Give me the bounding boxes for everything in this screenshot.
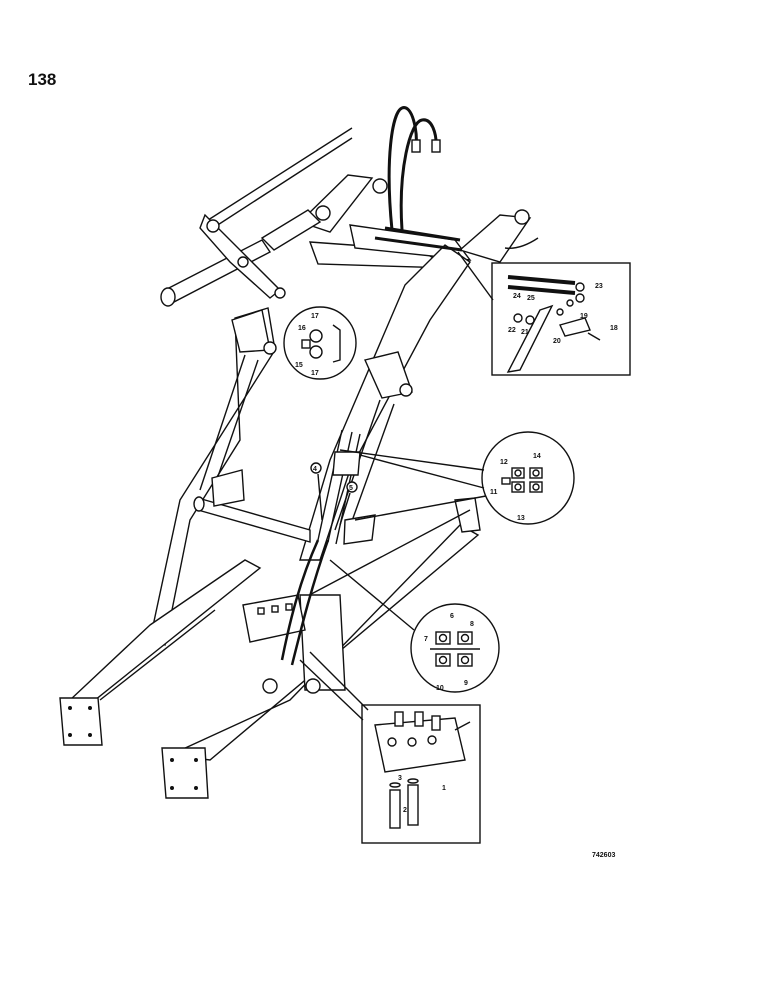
loader-frame: [59, 127, 539, 799]
label-24: 24: [513, 293, 521, 300]
label-22: 22: [508, 327, 516, 334]
label-6: 6: [450, 613, 454, 620]
leader-mid-c: [354, 495, 487, 521]
leader-valve-a: [299, 659, 364, 721]
label-23: 23: [595, 283, 603, 290]
leader-5: [339, 492, 351, 526]
leader-valve-b: [309, 651, 369, 711]
label-5: 5: [349, 485, 353, 492]
label-17-bottom: 17: [311, 370, 319, 377]
label-9: 9: [464, 680, 468, 687]
leader-lower: [329, 559, 415, 631]
label-25: 25: [527, 295, 535, 302]
leader-mid-b: [359, 454, 485, 489]
label-13: 13: [517, 515, 525, 522]
label-21: 21: [521, 329, 529, 336]
label-10: 10: [436, 685, 444, 692]
callout-5-bubble: [346, 481, 358, 493]
detail-circle-upper-clamp: [283, 306, 357, 380]
detail-box-control-valve: [361, 704, 481, 844]
label-16: 16: [298, 325, 306, 332]
leader-mid-a: [339, 449, 485, 471]
label-12: 12: [500, 459, 508, 466]
hydraulic-hoses: [280, 106, 463, 666]
label-7: 7: [424, 636, 428, 643]
detail-circle-lower-clamp: [410, 603, 500, 693]
label-14: 14: [533, 453, 541, 460]
detail-box-hose-fittings: [491, 262, 631, 376]
label-1: 1: [442, 785, 446, 792]
label-4: 4: [313, 466, 317, 473]
label-20: 20: [553, 338, 561, 345]
callout-4-bubble: [310, 462, 322, 474]
drawing-id: 742603: [592, 852, 616, 859]
page-number: 138: [28, 70, 57, 89]
label-8: 8: [470, 621, 474, 628]
label-3: 3: [398, 775, 402, 782]
label-18: 18: [610, 325, 618, 332]
detail-circle-mid-clamp: [481, 431, 575, 525]
label-15: 15: [295, 362, 303, 369]
label-17-top: 17: [311, 313, 319, 320]
leader-4: [317, 473, 323, 521]
label-2: 2: [403, 807, 407, 814]
label-19: 19: [580, 313, 588, 320]
label-11: 11: [490, 489, 498, 496]
leader-hoses: [457, 251, 494, 301]
